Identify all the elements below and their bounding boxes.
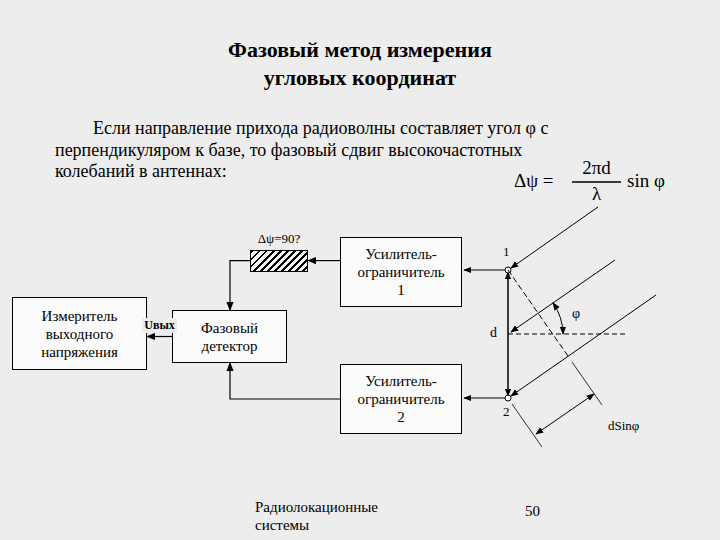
extension-line — [512, 404, 542, 447]
formula-part: λ — [572, 183, 621, 206]
hatched-block — [250, 250, 308, 272]
signal-connector — [230, 363, 340, 399]
slide-title: Фазовый метод измерения угловых координа… — [200, 36, 520, 91]
box-text: Усилитель- ограничитель 2 — [353, 372, 449, 426]
signal-connector — [230, 261, 250, 310]
phase-shifter: Δψ=90? — [250, 231, 308, 272]
formula-part: sin φ — [627, 170, 665, 193]
body-text: Если направление прихода радиоволны сост… — [55, 118, 560, 183]
box-text: Δψ=90? — [258, 231, 301, 247]
wavefront-line — [508, 270, 568, 356]
angle-label: φ — [572, 306, 580, 323]
feed-line — [464, 398, 505, 399]
amplifier-box: Усилитель- ограничитель 1 — [340, 237, 462, 307]
ray-line — [511, 207, 598, 268]
dimension-label: d — [490, 325, 497, 342]
dimension-line — [536, 394, 594, 434]
box-text: Измеритель выходного напряжения — [25, 307, 134, 361]
signal-connector — [308, 260, 340, 261]
meter-box: Измеритель выходного напряжения — [12, 297, 147, 370]
signal-name: Uвых — [142, 318, 177, 333]
amplifier-box: Усилитель- ограничитель 2 — [340, 364, 462, 434]
detector-box: Фазовый детектор — [172, 310, 287, 363]
formula-part: 2πd — [572, 157, 621, 180]
footer-text: Радиолокационные системы — [255, 498, 420, 534]
feed-line — [464, 270, 505, 271]
box-text: Фазовый детектор — [185, 319, 274, 355]
page-number: 50 — [525, 502, 540, 520]
signal-connector — [147, 336, 172, 337]
dimension-label: dSinφ — [608, 418, 639, 434]
ray-line — [511, 295, 656, 396]
antenna-dot — [505, 395, 511, 401]
normal-line — [508, 334, 625, 335]
angle-arc — [553, 303, 563, 334]
antenna-number: 2 — [503, 404, 510, 420]
antenna-number: 1 — [503, 244, 510, 260]
fraction-bar — [572, 181, 621, 182]
box-text: Усилитель- ограничитель 1 — [353, 245, 449, 299]
formula-part: Δψ = — [514, 170, 554, 193]
